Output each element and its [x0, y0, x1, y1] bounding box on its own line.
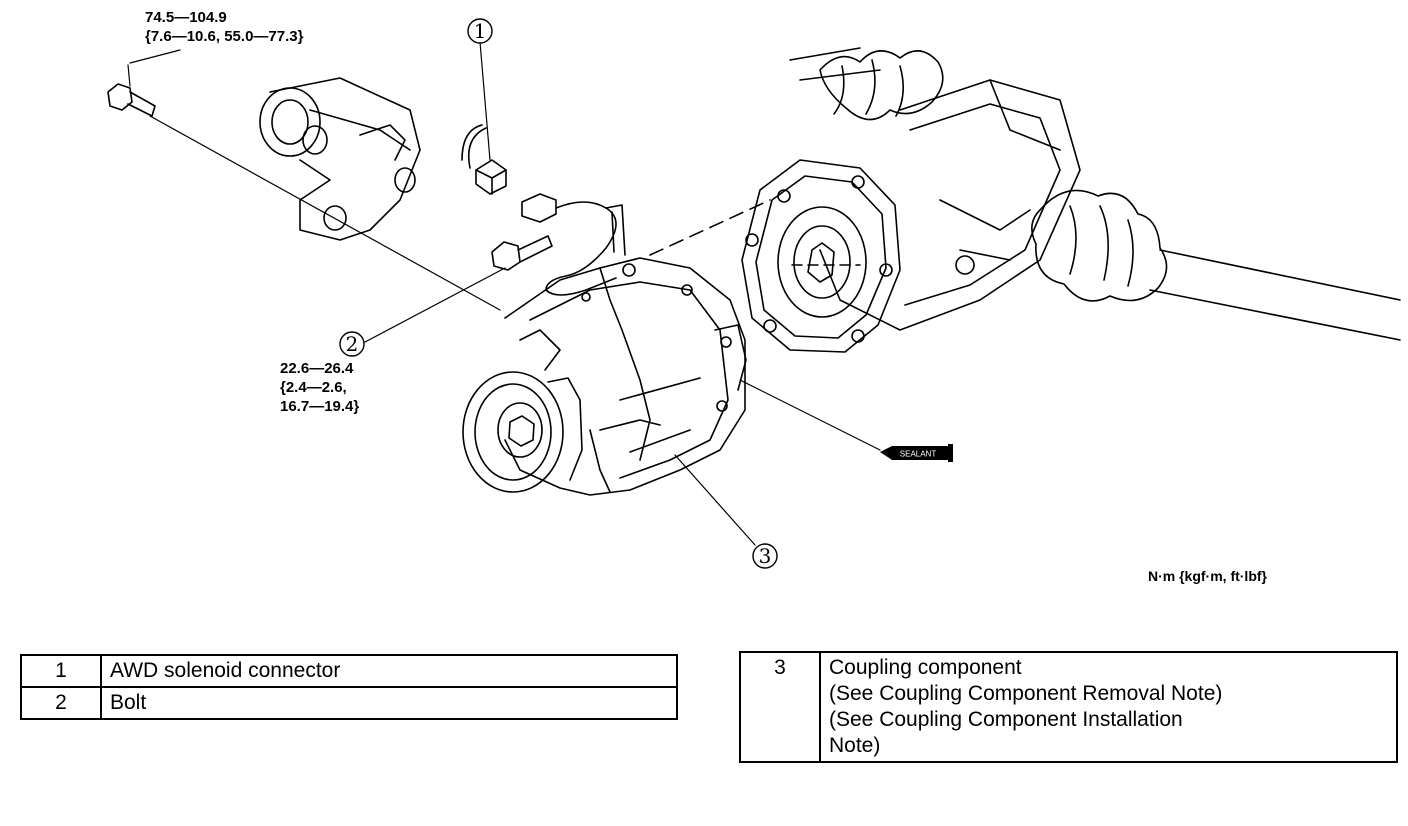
legend-line: (See Coupling Component Removal Note) — [829, 682, 1223, 705]
sealant-label: SEALANT — [900, 450, 937, 459]
legend-description: Coupling component (See Coupling Compone… — [819, 651, 1398, 763]
legend-row: 1 AWD solenoid connector — [20, 654, 678, 688]
legend-description: AWD solenoid connector — [100, 654, 678, 688]
legend-number: 3 — [739, 651, 821, 763]
awd-solenoid-connector-illustration — [461, 41, 507, 195]
legend-line: Note) — [829, 734, 881, 757]
callout-1: 1 — [467, 18, 493, 44]
legend-row: 2 Bolt — [20, 686, 678, 720]
bolt-2-illustration — [364, 235, 553, 343]
torque-2-line1: 22.6—26.4 — [280, 360, 354, 377]
legend-number: 2 — [20, 686, 102, 720]
coupling-component-illustration — [462, 257, 881, 546]
svg-text:3: 3 — [759, 544, 772, 568]
mounting-bracket-illustration — [259, 77, 421, 241]
torque-spec-bolt-2: 22.6—26.4 {2.4—2.6, 16.7—19.4} — [280, 359, 359, 416]
top-bolt-illustration — [107, 49, 501, 311]
torque-2-line2: {2.4—2.6, — [280, 379, 347, 396]
exploded-view-diagram: SEALANT 1 2 3 — [107, 18, 1401, 569]
legend-row: 3 Coupling component (See Coupling Compo… — [739, 651, 1398, 763]
sealant-tube-icon: SEALANT — [880, 444, 953, 462]
torque-top-line2: {7.6—10.6, 55.0—77.3} — [145, 28, 304, 45]
torque-2-line3: 16.7—19.4} — [280, 398, 360, 415]
torque-unit-label: N·m {kgf·m, ft·lbf} — [1148, 568, 1267, 584]
legend-line: (See Coupling Component Installation — [829, 708, 1183, 731]
rear-differential-illustration — [649, 47, 1401, 353]
legend-table-right: 3 Coupling component (See Coupling Compo… — [739, 651, 1398, 763]
harness-connector-illustration — [521, 193, 626, 296]
callout-2: 2 — [339, 331, 365, 357]
legend-number: 1 — [20, 654, 102, 688]
torque-top-line1: 74.5—104.9 — [145, 9, 227, 26]
svg-text:1: 1 — [474, 19, 487, 43]
legend-table-left: 1 AWD solenoid connector 2 Bolt — [20, 654, 678, 720]
callout-3: 3 — [752, 543, 778, 569]
legend-line: Coupling component — [829, 656, 1022, 679]
legend-description: Bolt — [100, 686, 678, 720]
svg-text:2: 2 — [346, 332, 359, 356]
torque-spec-top-bolt: 74.5—104.9 {7.6—10.6, 55.0—77.3} — [145, 8, 303, 46]
